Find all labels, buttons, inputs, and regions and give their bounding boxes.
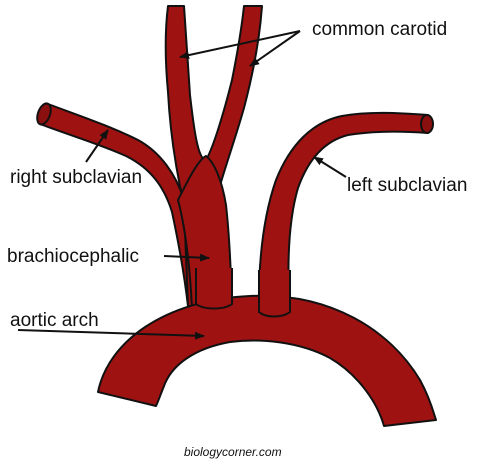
- arrow-aortic-arch: [17, 329, 205, 340]
- arrow-right-subclavian: [85, 129, 109, 163]
- brachiocephalic-base-outline: [195, 268, 233, 310]
- label-common-carotid: common carotid: [312, 19, 447, 40]
- left-subclavian-base-outline: [258, 270, 291, 318]
- aortic-arch: [97, 294, 437, 427]
- right-subclavian-end: [36, 102, 52, 126]
- label-left-subclavian: left subclavian: [347, 175, 467, 196]
- arrow-left-subclavian: [313, 156, 347, 178]
- label-brachiocephalic: brachiocephalic: [7, 246, 139, 267]
- brachiocephalic-base: [196, 268, 232, 309]
- arrow-common-carotid-left: [249, 30, 301, 67]
- label-aortic-arch: aortic arch: [10, 310, 99, 331]
- left-subclavian-base: [259, 270, 290, 317]
- left-subclavian-end: [420, 114, 434, 134]
- arrow-common-carotid-right: [179, 30, 301, 60]
- credit-text: biologycorner.com: [184, 445, 282, 459]
- label-right-subclavian: right subclavian: [10, 167, 142, 188]
- arrow-brachiocephalic: [163, 253, 210, 262]
